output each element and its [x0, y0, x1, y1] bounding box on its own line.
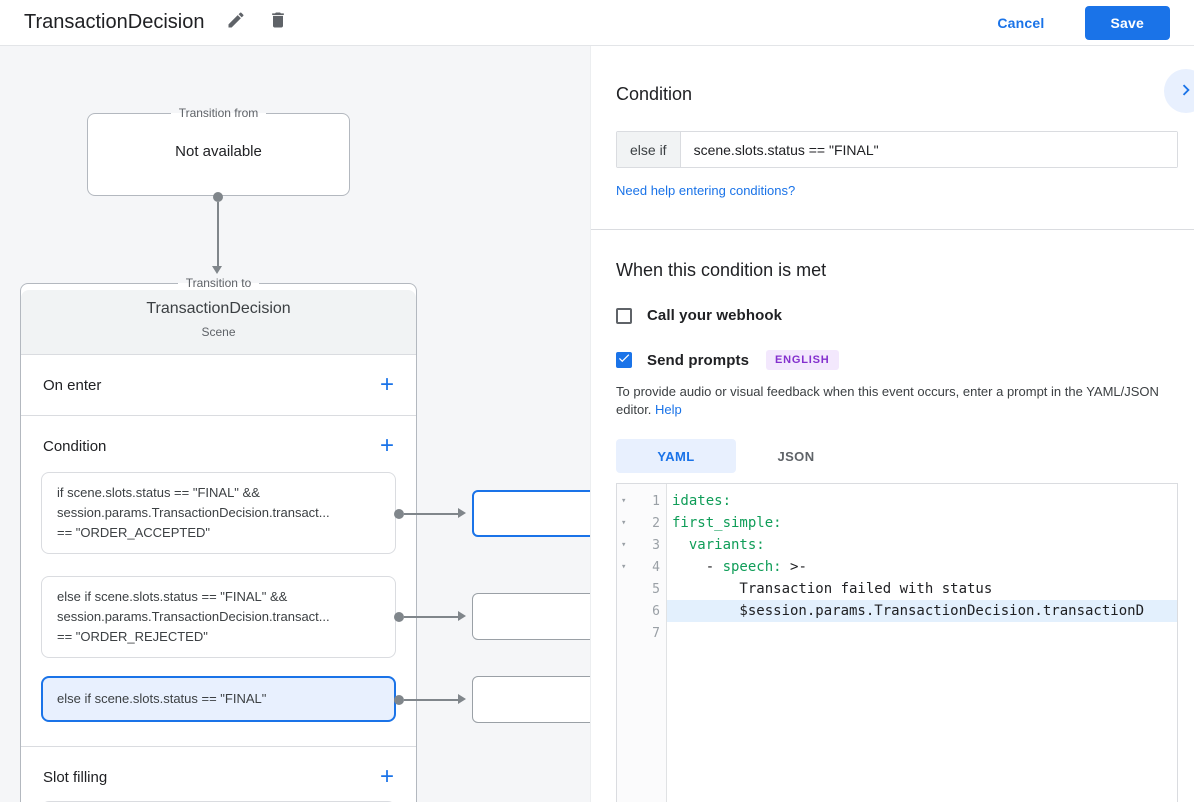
- transition-from-legend: Transition from: [178, 106, 259, 120]
- on-enter-label: On enter: [43, 376, 102, 394]
- condition-card-3-line-1: else if scene.slots.status == "FINAL": [57, 691, 267, 706]
- code-line-1[interactable]: idates:: [672, 493, 732, 509]
- scene-header[interactable]: TransactionDecision Scene: [21, 290, 416, 355]
- transition-to-legend: Transition to: [185, 276, 252, 290]
- connector-dot: [213, 192, 223, 202]
- help-link[interactable]: Help: [655, 402, 682, 417]
- cancel-button[interactable]: Cancel: [991, 14, 1050, 32]
- add-condition-button[interactable]: +: [379, 432, 394, 459]
- slot-filling-label: Slot filling: [43, 768, 108, 786]
- add-on-enter-button[interactable]: +: [379, 371, 394, 398]
- panel-divider: [591, 229, 1194, 230]
- transition-target-box-2[interactable]: [472, 593, 602, 640]
- checkmark-icon: [617, 351, 631, 370]
- code-line-6-highlighted[interactable]: $session.params.TransactionDecision.tran…: [667, 600, 1177, 622]
- line-number: 2: [652, 515, 660, 531]
- line-number: 4: [652, 559, 660, 575]
- editor-gutter: ▾ 1 ▾ 2 ▾ 3 ▾ 4 5 6 7: [617, 484, 667, 802]
- line-number: 5: [652, 581, 660, 597]
- code-line-7[interactable]: [667, 622, 1177, 644]
- fold-icon[interactable]: ▾: [621, 540, 627, 550]
- condition-detail-panel: Condition else if Need help entering con…: [590, 46, 1194, 802]
- send-prompts-checkbox[interactable]: [616, 352, 632, 368]
- arrow-down-icon: [212, 266, 222, 274]
- header-actions: Cancel Save: [991, 5, 1170, 40]
- connector-line: [217, 202, 219, 266]
- condition-section-label: Condition: [43, 437, 107, 455]
- language-badge: ENGLISH: [766, 350, 839, 370]
- send-prompts-label: Send prompts: [647, 351, 750, 369]
- connector-dot: [394, 509, 404, 519]
- webhook-row: Call your webhook: [616, 307, 1178, 324]
- tab-yaml[interactable]: YAML: [616, 439, 736, 473]
- editor-code-area[interactable]: idates: first_simple: variants: - speech…: [667, 484, 1177, 802]
- connector-line: [404, 699, 460, 701]
- edit-scene-button[interactable]: [226, 12, 248, 34]
- condition-prefix-label: else if: [617, 132, 681, 167]
- send-prompts-row: Send prompts ENGLISH: [616, 350, 1178, 370]
- collapse-panel-button[interactable]: [1164, 69, 1194, 113]
- line-number: 7: [652, 625, 660, 641]
- connector-line: [404, 513, 460, 515]
- conditions-help-link[interactable]: Need help entering conditions?: [616, 183, 796, 198]
- editor-hint-text: To provide audio or visual feedback when…: [616, 384, 1159, 417]
- condition-card-3-selected[interactable]: else if scene.slots.status == "FINAL": [41, 676, 396, 722]
- fold-icon[interactable]: ▾: [621, 518, 627, 528]
- condition-card-1[interactable]: if scene.slots.status == "FINAL" && sess…: [41, 472, 396, 554]
- trash-icon: [268, 10, 288, 35]
- add-slot-button[interactable]: +: [379, 763, 394, 790]
- condition-section-header: Condition +: [21, 416, 416, 460]
- scene-type-label: Scene: [201, 325, 236, 339]
- arrow-right-icon: [458, 611, 466, 621]
- call-webhook-label: Call your webhook: [647, 307, 783, 324]
- when-condition-heading: When this condition is met: [616, 260, 827, 280]
- condition-card-2[interactable]: else if scene.slots.status == "FINAL" &&…: [41, 576, 396, 658]
- yaml-code-editor[interactable]: ▾ 1 ▾ 2 ▾ 3 ▾ 4 5 6 7 idates: first_simple: …: [616, 483, 1178, 802]
- code-line-3[interactable]: variants:: [672, 537, 765, 553]
- slot-filling-section-header: Slot filling +: [21, 747, 416, 791]
- condition-section: Condition + if scene.slots.status == "FI…: [21, 416, 416, 747]
- editor-hint: To provide audio or visual feedback when…: [616, 383, 1178, 419]
- header: TransactionDecision Cancel Save: [0, 0, 1194, 46]
- code-line-5[interactable]: Transaction failed with status: [672, 581, 993, 597]
- condition-card-1-line-2: session.params.TransactionDecision.trans…: [57, 505, 330, 520]
- condition-input-group: else if: [616, 131, 1178, 168]
- line-number: 3: [652, 537, 660, 553]
- condition-card-2-line-2: session.params.TransactionDecision.trans…: [57, 609, 330, 624]
- chevron-right-icon: [1175, 79, 1194, 104]
- transition-from-value: Not available: [175, 142, 262, 160]
- fold-icon[interactable]: ▾: [621, 562, 627, 572]
- fold-icon[interactable]: ▾: [621, 496, 627, 506]
- transition-from-node: Transition from Not available: [87, 106, 350, 196]
- on-enter-row: On enter +: [21, 355, 416, 416]
- editor-tabs: YAML JSON: [616, 439, 1178, 473]
- call-webhook-checkbox[interactable]: [616, 307, 632, 324]
- condition-card-2-line-1: else if scene.slots.status == "FINAL" &&: [57, 589, 288, 604]
- condition-card-1-line-1: if scene.slots.status == "FINAL" &&: [57, 485, 260, 500]
- connector-dot: [394, 612, 404, 622]
- pencil-icon: [226, 10, 246, 35]
- save-button[interactable]: Save: [1084, 5, 1170, 40]
- code-line-4[interactable]: - speech: >-: [672, 559, 807, 575]
- line-number: 1: [652, 493, 660, 509]
- transition-target-box-3[interactable]: [472, 676, 602, 723]
- connector-dot: [394, 695, 404, 705]
- transition-to-node: Transition to TransactionDecision Scene …: [20, 276, 417, 802]
- arrow-right-icon: [458, 508, 466, 518]
- panel-title: Condition: [616, 84, 693, 104]
- line-number: 6: [652, 603, 660, 619]
- condition-card-2-line-3: == "ORDER_REJECTED": [57, 629, 208, 644]
- condition-card-1-line-3: == "ORDER_ACCEPTED": [57, 525, 210, 540]
- connector-line: [404, 616, 460, 618]
- arrow-right-icon: [458, 694, 466, 704]
- transition-target-box-1[interactable]: [472, 490, 602, 537]
- code-line-2[interactable]: first_simple:: [672, 515, 782, 531]
- tab-json[interactable]: JSON: [777, 448, 815, 464]
- scene-name: TransactionDecision: [146, 300, 291, 317]
- page-title: TransactionDecision: [24, 11, 205, 33]
- delete-scene-button[interactable]: [268, 12, 290, 34]
- condition-expression-input[interactable]: [680, 132, 1177, 167]
